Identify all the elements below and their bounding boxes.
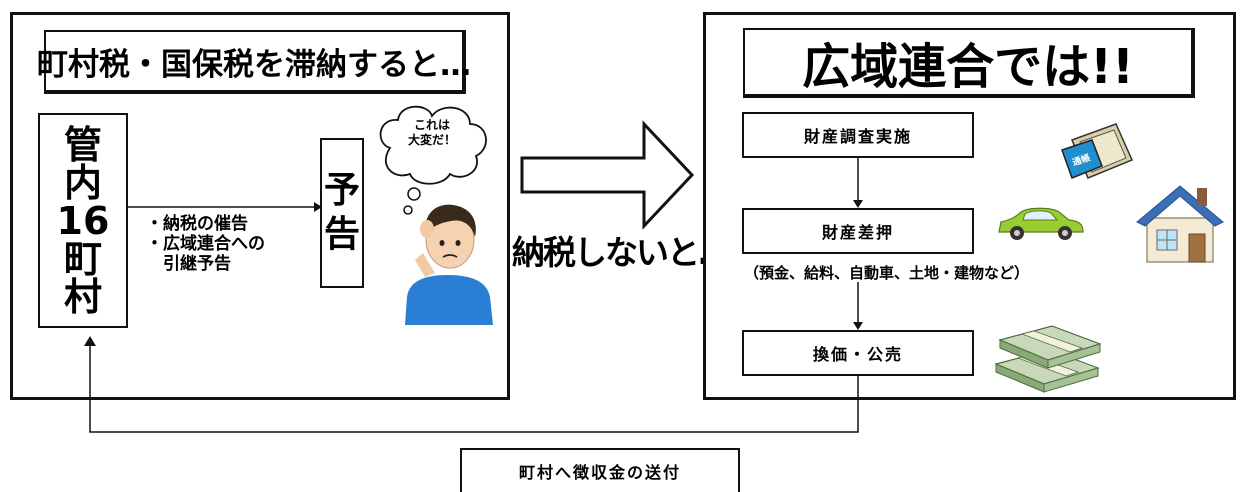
car-icon bbox=[998, 207, 1084, 240]
transfer-label-box: 町村へ徴収金の送付 bbox=[460, 448, 740, 492]
notice-item: ・納税の催告 bbox=[146, 214, 248, 234]
advance-notice-char: 告 bbox=[323, 214, 360, 255]
step-arrow bbox=[853, 158, 863, 208]
municipalities-char: 町 bbox=[63, 236, 102, 281]
worried-person-icon bbox=[405, 204, 493, 325]
thought-bubble-text: これは 大変だ！ bbox=[392, 118, 472, 148]
step-investigation: 財産調査実施 bbox=[742, 112, 974, 158]
money-bundle-icon bbox=[994, 325, 1102, 393]
thought-line: 大変だ！ bbox=[407, 133, 456, 147]
notice-item: 引継予告 bbox=[146, 254, 231, 274]
big-right-arrow-icon bbox=[520, 120, 695, 230]
return-flow-line bbox=[84, 336, 859, 433]
municipalities-char: 村 bbox=[63, 274, 102, 319]
notice-item: ・広域連合への bbox=[146, 234, 265, 254]
notice-items: ・納税の催告 ・広域連合への 引継予告 bbox=[146, 214, 265, 274]
thought-bubble-icon bbox=[379, 105, 487, 215]
notice-arrow bbox=[128, 202, 322, 212]
right-panel-title: 広域連合では!! bbox=[743, 28, 1195, 98]
municipalities-char: 管 bbox=[63, 122, 102, 167]
step-investigation-label: 財産調査実施 bbox=[803, 127, 912, 146]
municipalities-box: 管 内 16 町 村 bbox=[38, 113, 128, 328]
house-icon bbox=[1136, 185, 1224, 263]
thought-line: これは bbox=[413, 118, 450, 132]
step-sale: 換価・公売 bbox=[742, 330, 974, 376]
advance-notice-char: 予 bbox=[323, 170, 360, 211]
left-panel-title-text: 町村税・国保税を滞納すると… bbox=[37, 46, 471, 83]
municipalities-char: 16 bbox=[56, 198, 110, 243]
passbook-icon: 通帳 bbox=[1061, 123, 1133, 179]
middle-caption: 納税しないと… bbox=[512, 233, 731, 272]
step-sale-label: 換価・公売 bbox=[812, 345, 903, 364]
step-arrow bbox=[853, 282, 863, 330]
right-panel-title-text: 広域連合では!! bbox=[802, 39, 1134, 95]
transfer-label: 町村へ徴収金の送付 bbox=[518, 463, 681, 482]
left-panel-title: 町村税・国保税を滞納すると… bbox=[37, 30, 471, 94]
step-seizure: 財産差押 bbox=[742, 208, 974, 254]
seizure-examples: （預金、給料、自動車、土地・建物など） bbox=[744, 264, 1030, 282]
step-seizure-label: 財産差押 bbox=[821, 223, 894, 242]
municipalities-char: 内 bbox=[63, 160, 102, 205]
advance-notice-box: 予 告 bbox=[320, 138, 364, 288]
